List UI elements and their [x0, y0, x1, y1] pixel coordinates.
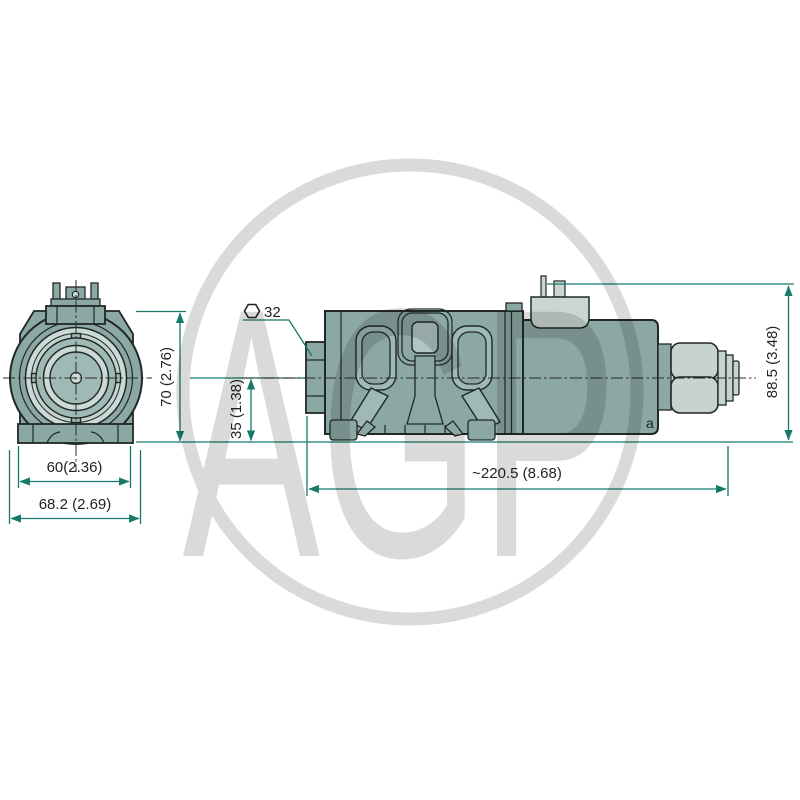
bottom-segments [384, 425, 446, 434]
end-nut-bottom [670, 376, 719, 414]
base-arc-left [46, 431, 61, 444]
hex-nut-facets [306, 359, 326, 397]
dim-side-center: 35 (1.38) [228, 379, 245, 439]
hex-socket-icon [243, 303, 261, 319]
center-window [411, 321, 439, 354]
dim-front-height: 70 (2.76) [158, 347, 175, 407]
dim-front-width-inner: 60(2.36) [47, 459, 103, 476]
center-stem [406, 355, 444, 425]
clamp-inner-lines [56, 306, 95, 324]
wedge-left [355, 420, 377, 437]
dim-side-height: 88.5 (3.48) [764, 326, 781, 399]
body-right-flange [504, 311, 513, 434]
dimensions: 70 (2.76) 60(2.36) 68.2 (2.69) 35 (1.38)… [8, 283, 794, 524]
port-label: a [646, 415, 654, 431]
foot-right [467, 419, 496, 441]
watermark-circle [176, 158, 644, 626]
dim-side-length: ~220.5 (8.68) [472, 465, 562, 482]
side-view: a [190, 275, 756, 441]
boss-left-inner [361, 331, 391, 385]
hex-size-label: 32 [264, 304, 281, 321]
watermark: AGP [176, 158, 644, 632]
front-view [3, 280, 152, 472]
foot-left [329, 419, 358, 441]
ext-60 [17, 446, 132, 488]
connector-body [530, 296, 590, 329]
end-collar [657, 343, 672, 411]
dim-front-width-outer: 68.2 (2.69) [39, 496, 112, 513]
base-arc-right [90, 431, 105, 444]
hex-leader-line [243, 319, 313, 357]
body-top-notch [505, 302, 523, 312]
end-nut-top [670, 342, 719, 380]
boss-right-inner [457, 331, 487, 385]
solenoid-tube [522, 319, 659, 435]
ext-68 [8, 450, 142, 524]
watermark-text: AGP [183, 235, 618, 631]
